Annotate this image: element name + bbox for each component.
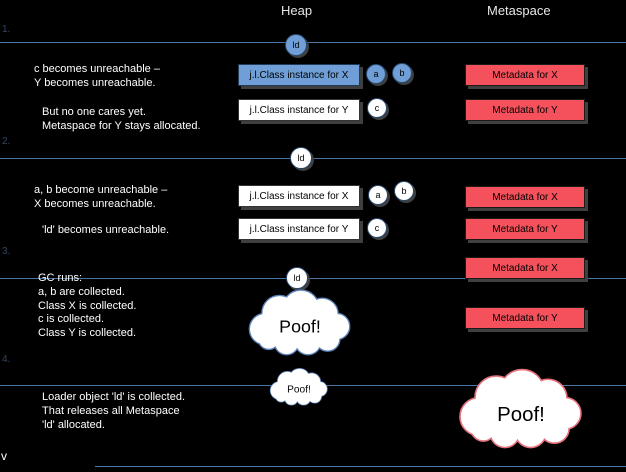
poof-cloud-metaspace: Poof! [459,368,582,449]
heap-column-header: Heap [281,3,313,18]
stage-2-number: 2. [2,136,11,147]
note-line: c becomes unreachable – [34,63,160,75]
note-line: But no one cares yet. [42,106,146,118]
class-instance-y-box-stage1: j.l.Class instance for Y [238,99,360,121]
poof-label-heap: Poof! [279,317,321,337]
class-instance-x-box-stage1: j.l.Class instance for X [238,64,360,86]
metadata-x-box-stage3: Metadata for X [465,257,585,279]
poof-label-metaspace: Poof! [497,404,545,426]
stage-1-note-no-one-cares: But no one cares yet. Metaspace for Y st… [42,106,201,134]
bottom-divider-line [95,466,626,467]
poof-label-loader: Poof! [287,385,311,396]
poof-cloud-loader: Poof! [269,367,328,406]
note-line: Metaspace for Y stays allocated. [42,119,201,132]
stage-divider-line-2 [0,158,626,159]
metadata-x-box-stage1: Metadata for X [465,64,585,86]
metadata-y-box-stage3: Metadata for Y [465,307,585,329]
note-line: 'ld' allocated. [42,418,105,431]
stage-4-note-loader-collected: Loader object 'ld' is collected. That re… [42,391,185,432]
class-instance-y-box-stage2: j.l.Class instance for Y [238,218,360,240]
note-line: GC runs: [38,272,83,284]
metadata-x-box-stage2: Metadata for X [465,186,585,208]
note-line: Class Y is collected. [38,327,137,339]
stage-2-note-unreachable: a, b become unreachable – X becomes unre… [34,184,167,212]
loader-object-ld-stage1: ld [285,34,307,56]
stage-4-number: 4. [2,354,11,365]
stage-2-note-ld-unreachable: 'ld' becomes unreachable. [42,224,169,238]
object-a-stage1: a [366,64,386,84]
note-line: c is collected. [38,313,105,326]
note-line: a, b become unreachable – [34,184,168,196]
object-a-stage2: a [368,185,388,205]
metaspace-column-header: Metaspace [487,3,551,18]
nav-arrow: v [1,449,7,463]
stage-3-note-gc-runs: GC runs: a, b are collected. Class X is … [38,272,136,341]
stage-1-note-unreachable: c becomes unreachable – Y becomes unreac… [34,63,160,91]
metadata-y-box-stage2: Metadata for Y [465,218,585,240]
object-c-stage1: c [367,98,387,118]
stage-divider-line-1 [0,42,626,43]
stage-1-number: 1. [2,24,11,35]
metadata-y-box-stage1: Metadata for Y [465,99,585,121]
note-line: X becomes unreachable. [34,197,156,210]
class-instance-x-box-stage2: j.l.Class instance for X [238,185,360,207]
poof-cloud-heap: Poof! [248,289,351,356]
note-line: Class X is collected. [38,299,137,312]
note-line: a, b are collected. [38,285,125,298]
note-line: Loader object 'ld' is collected. [42,391,186,403]
object-c-stage2: c [367,218,387,238]
note-line: 'ld' becomes unreachable. [42,224,170,236]
stage-3-number: 3. [2,246,11,257]
loader-object-ld-stage3: ld [286,267,308,289]
object-b-stage1: b [392,63,412,83]
note-line: That releases all Metaspace [42,404,180,417]
stage-divider-line-3 [0,278,626,279]
note-line: Y becomes unreachable. [34,76,156,89]
object-b-stage2: b [394,181,414,201]
loader-object-ld-stage2: ld [290,147,312,169]
